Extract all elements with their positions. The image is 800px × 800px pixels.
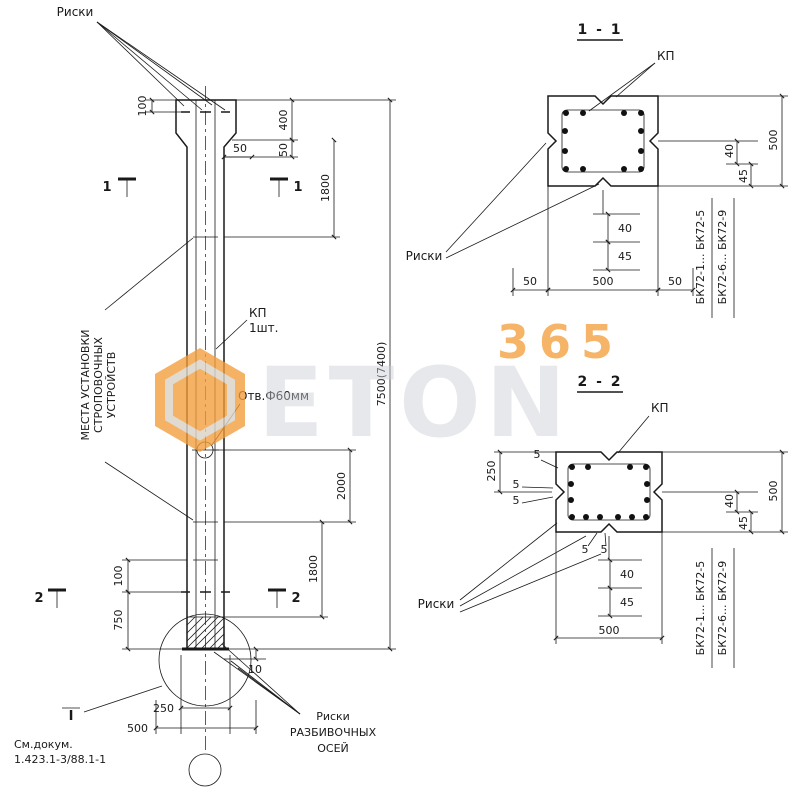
s2-dim-right-45: 45: [737, 516, 750, 530]
dim-cap-offset-h: 50: [233, 142, 247, 155]
section1-kp-leader-1: [615, 62, 656, 98]
axes-leaders: [213, 643, 301, 715]
section-cut-marks: 1 1 2 2: [34, 177, 303, 608]
s2-dim-5a: 5: [534, 448, 541, 461]
s2-series-label-2: БК72-6... БК72-9: [716, 561, 729, 656]
s1-dim-below-40: 40: [618, 222, 632, 235]
s1-dim-right-45: 45: [737, 169, 750, 183]
section2-five-leaders: [521, 459, 607, 547]
section2-riski-label: Риски: [418, 597, 455, 611]
section2-stirrup: [567, 463, 651, 521]
s2-dim-below-45: 45: [620, 596, 634, 609]
dim-total-height: 7500(7400): [375, 342, 388, 407]
s1-series-label-1: БК72-1... БК72-5: [694, 210, 707, 305]
elevation-annotations: Риски КП 1шт. Отв.Ф60мм МЕСТА УСТАНОВКИ …: [14, 5, 377, 766]
cut1-label-right: 1: [293, 180, 302, 195]
axes-label-2: РАЗБИВОЧНЫХ: [290, 726, 377, 739]
s1-dim-right-40: 40: [723, 144, 736, 158]
strapping-cross-marks: [193, 236, 218, 561]
section1-kp-leader-2: [588, 62, 656, 112]
detail-leader: [83, 685, 163, 713]
section-1-1: 1 - 1 КП: [406, 22, 788, 318]
strop-label-1: МЕСТА УСТАНОВКИ: [79, 329, 92, 440]
cut2-label-right: 2: [291, 591, 300, 606]
section2-kp-leader: [617, 415, 650, 454]
section1-riski-leader-1: [445, 142, 547, 253]
dim-foot-10: 10: [248, 663, 262, 676]
hole-label: Отв.Ф60мм: [238, 389, 309, 403]
section2-title: 2 - 2: [577, 374, 622, 390]
s2-dim-below-40: 40: [620, 568, 634, 581]
section1-dimension-lines: [510, 93, 785, 293]
section-2-2: 2 - 2 КП: [418, 374, 788, 668]
section1-kp-label: КП: [657, 49, 675, 63]
watermark-logo-text: ETON: [258, 347, 571, 459]
detail-mark-label: I: [69, 709, 74, 724]
section1-riski-label: Риски: [406, 249, 443, 263]
dim-base-500: 500: [127, 722, 148, 735]
s2-dim-left-250: 250: [485, 461, 498, 482]
axes-label-3: ОСЕЙ: [317, 742, 349, 755]
s1-dim-bottom-500: 500: [593, 275, 614, 288]
section2-riski-leaders: [459, 522, 602, 613]
s1-dim-right-500: 500: [767, 130, 780, 151]
s1-dim-bottom-50r: 50: [668, 275, 682, 288]
dim-mid-2000: 2000: [335, 472, 348, 500]
riski-top-label: Риски: [57, 5, 94, 19]
strop-label-2: СТРОПОВОЧНЫХ: [92, 337, 105, 433]
dim-lower-1800: 1800: [307, 555, 320, 583]
axis-end-circle: [188, 753, 222, 787]
s1-series-label-2: БК72-6... БК72-9: [716, 210, 729, 305]
elevation-dimension-lines: [125, 97, 393, 731]
detail-callout-circle: [158, 613, 252, 707]
s2-dim-right-40: 40: [723, 494, 736, 508]
s2-dim-5e: 5: [601, 543, 608, 556]
section2-extension-lines: [494, 451, 788, 644]
section2-dimension-labels: 250 5 5 5 5 5 40 45 500 40 45 500: [485, 448, 780, 637]
strop-label-3: УСТРОЙСТВ: [105, 352, 118, 419]
section1-stirrup: [561, 109, 645, 173]
footing-hatch: [186, 616, 225, 649]
s1-dim-bottom-50l: 50: [523, 275, 537, 288]
section1-title: 1 - 1: [577, 22, 622, 38]
riski-top-leaders: [96, 21, 226, 111]
s2-dim-bottom-500: 500: [599, 624, 620, 637]
cut2-label-left: 2: [34, 591, 43, 606]
section1-dimension-labels: 40 45 500 40 45 50 500 50: [523, 130, 780, 289]
s2-dim-5b: 5: [513, 478, 520, 491]
dim-cap-height: 400: [277, 110, 290, 131]
s2-dim-right-500: 500: [767, 481, 780, 502]
section1-rebar-dots: [562, 110, 644, 172]
watermark-hexagon-inner: [165, 359, 235, 441]
dim-bottom-100: 100: [112, 566, 125, 587]
s1-dim-below-45: 45: [618, 250, 632, 263]
kp-label: КП: [249, 306, 267, 320]
section1-outline: [547, 95, 659, 187]
section1-riski-leader-2: [445, 183, 600, 259]
s2-dim-5c: 5: [513, 494, 520, 507]
watermark-number: 365: [497, 315, 623, 369]
section2-rebar-dots: [568, 464, 650, 520]
cut1-label-left: 1: [102, 180, 111, 195]
dim-cap-offset-v: 50: [277, 143, 290, 157]
strop-leader-top: [104, 237, 194, 311]
dim-top-offset: 100: [136, 96, 149, 117]
section1-extension-lines: [512, 95, 788, 296]
doc-ref-line2: 1.423.1-3/88.1-1: [14, 753, 106, 766]
s2-dim-5d: 5: [582, 543, 589, 556]
dim-upper-1800: 1800: [319, 174, 332, 202]
kp-leader: [215, 319, 248, 350]
section2-dimension-lines: [497, 449, 785, 641]
dim-bottom-750: 750: [112, 610, 125, 631]
doc-ref-line1: См.докум.: [14, 738, 73, 751]
axes-label-1: Риски: [316, 710, 350, 723]
watermark: 365 ETON: [155, 315, 623, 459]
s2-series-label-1: БК72-1... БК72-5: [694, 561, 707, 656]
strop-leader-bottom: [104, 461, 194, 521]
section2-kp-label: КП: [651, 401, 669, 415]
elevation-dimension-labels: 100 400 50 50 1800 7500(7400) 2000 1800 …: [112, 96, 388, 736]
kp-qty-label: 1шт.: [249, 321, 278, 335]
dim-base-250: 250: [153, 702, 174, 715]
